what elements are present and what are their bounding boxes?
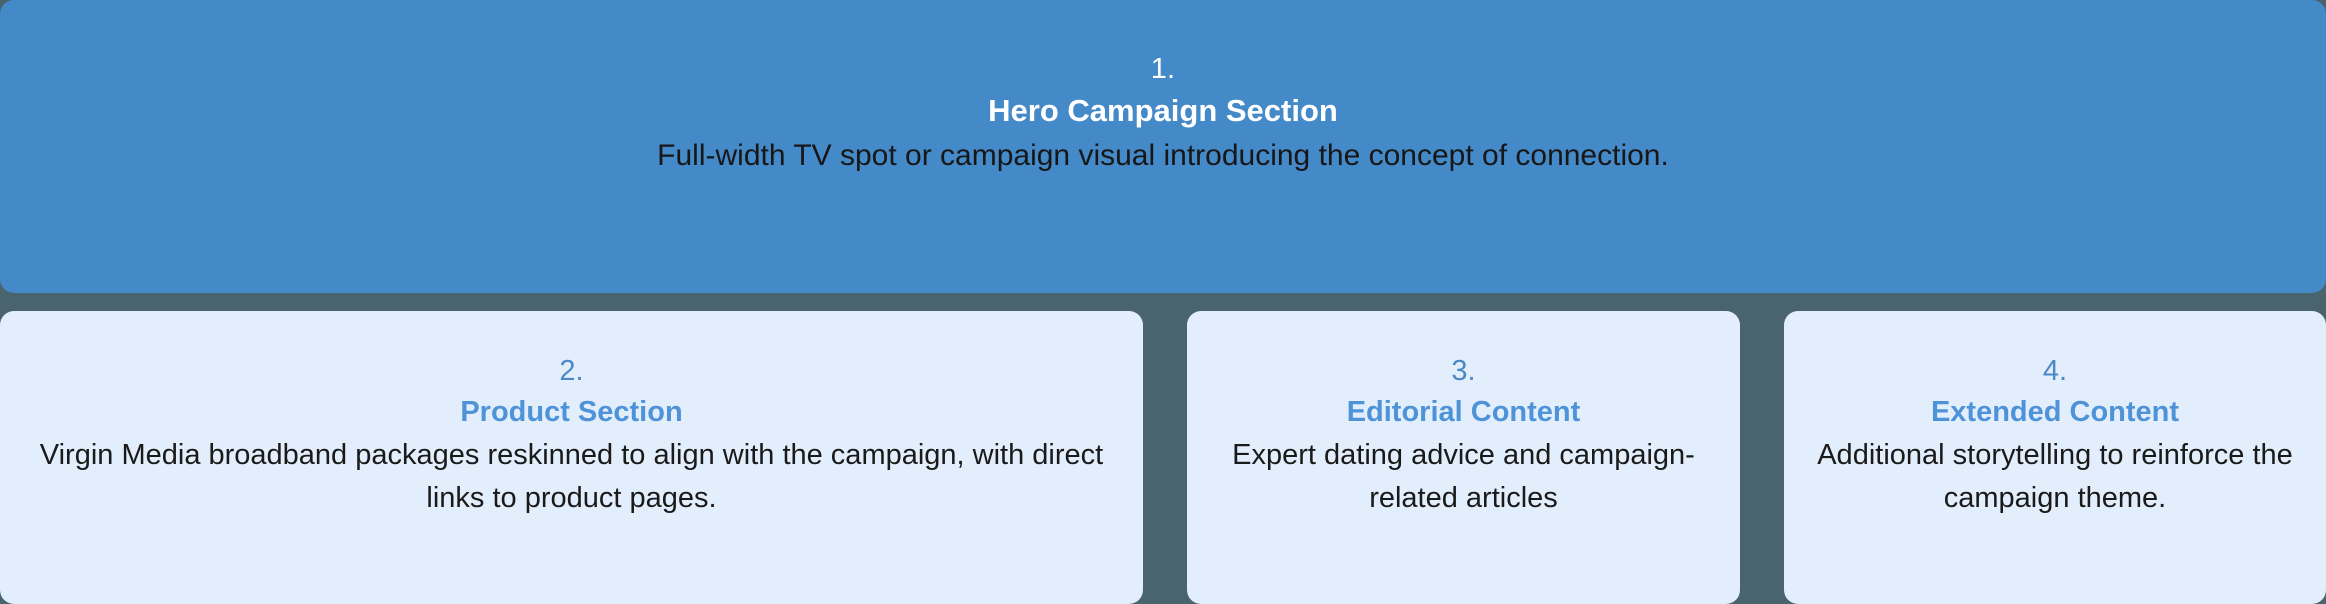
extended-content-card-title: Extended Content [1930,396,2180,428]
hero-card-title: Hero Campaign Section [988,93,1338,128]
editorial-content-card-description: Expert dating advice and campaign-relate… [1232,439,1695,514]
product-section-card[interactable]: 2. Product Section Virgin Media broadban… [0,311,1143,604]
hero-card-description: Full-width TV spot or campaign visual in… [657,139,1669,172]
card-gap [1143,311,1187,604]
extended-content-card[interactable]: 4. Extended Content Additional storytell… [1784,311,2326,604]
card-gap [1740,311,1784,604]
product-section-card-number: 2. [559,355,584,387]
product-section-card-title: Product Section [460,396,683,428]
extended-content-card-description: Additional storytelling to reinforce the… [1817,439,2293,514]
editorial-content-card-title: Editorial Content [1346,396,1581,428]
hero-row: 1. Hero Campaign Section Full-width TV s… [0,0,2326,293]
hero-card-number: 1. [1150,53,1176,85]
editorial-content-card-number: 3. [1451,355,1476,387]
product-section-card-description: Virgin Media broadband packages reskinne… [39,439,1104,514]
row-divider [0,293,2326,311]
hero-campaign-card[interactable]: 1. Hero Campaign Section Full-width TV s… [0,0,2326,293]
editorial-content-card[interactable]: 3. Editorial Content Expert dating advic… [1187,311,1740,604]
section-cards-row: 2. Product Section Virgin Media broadban… [0,311,2326,604]
extended-content-card-number: 4. [2042,355,2068,387]
